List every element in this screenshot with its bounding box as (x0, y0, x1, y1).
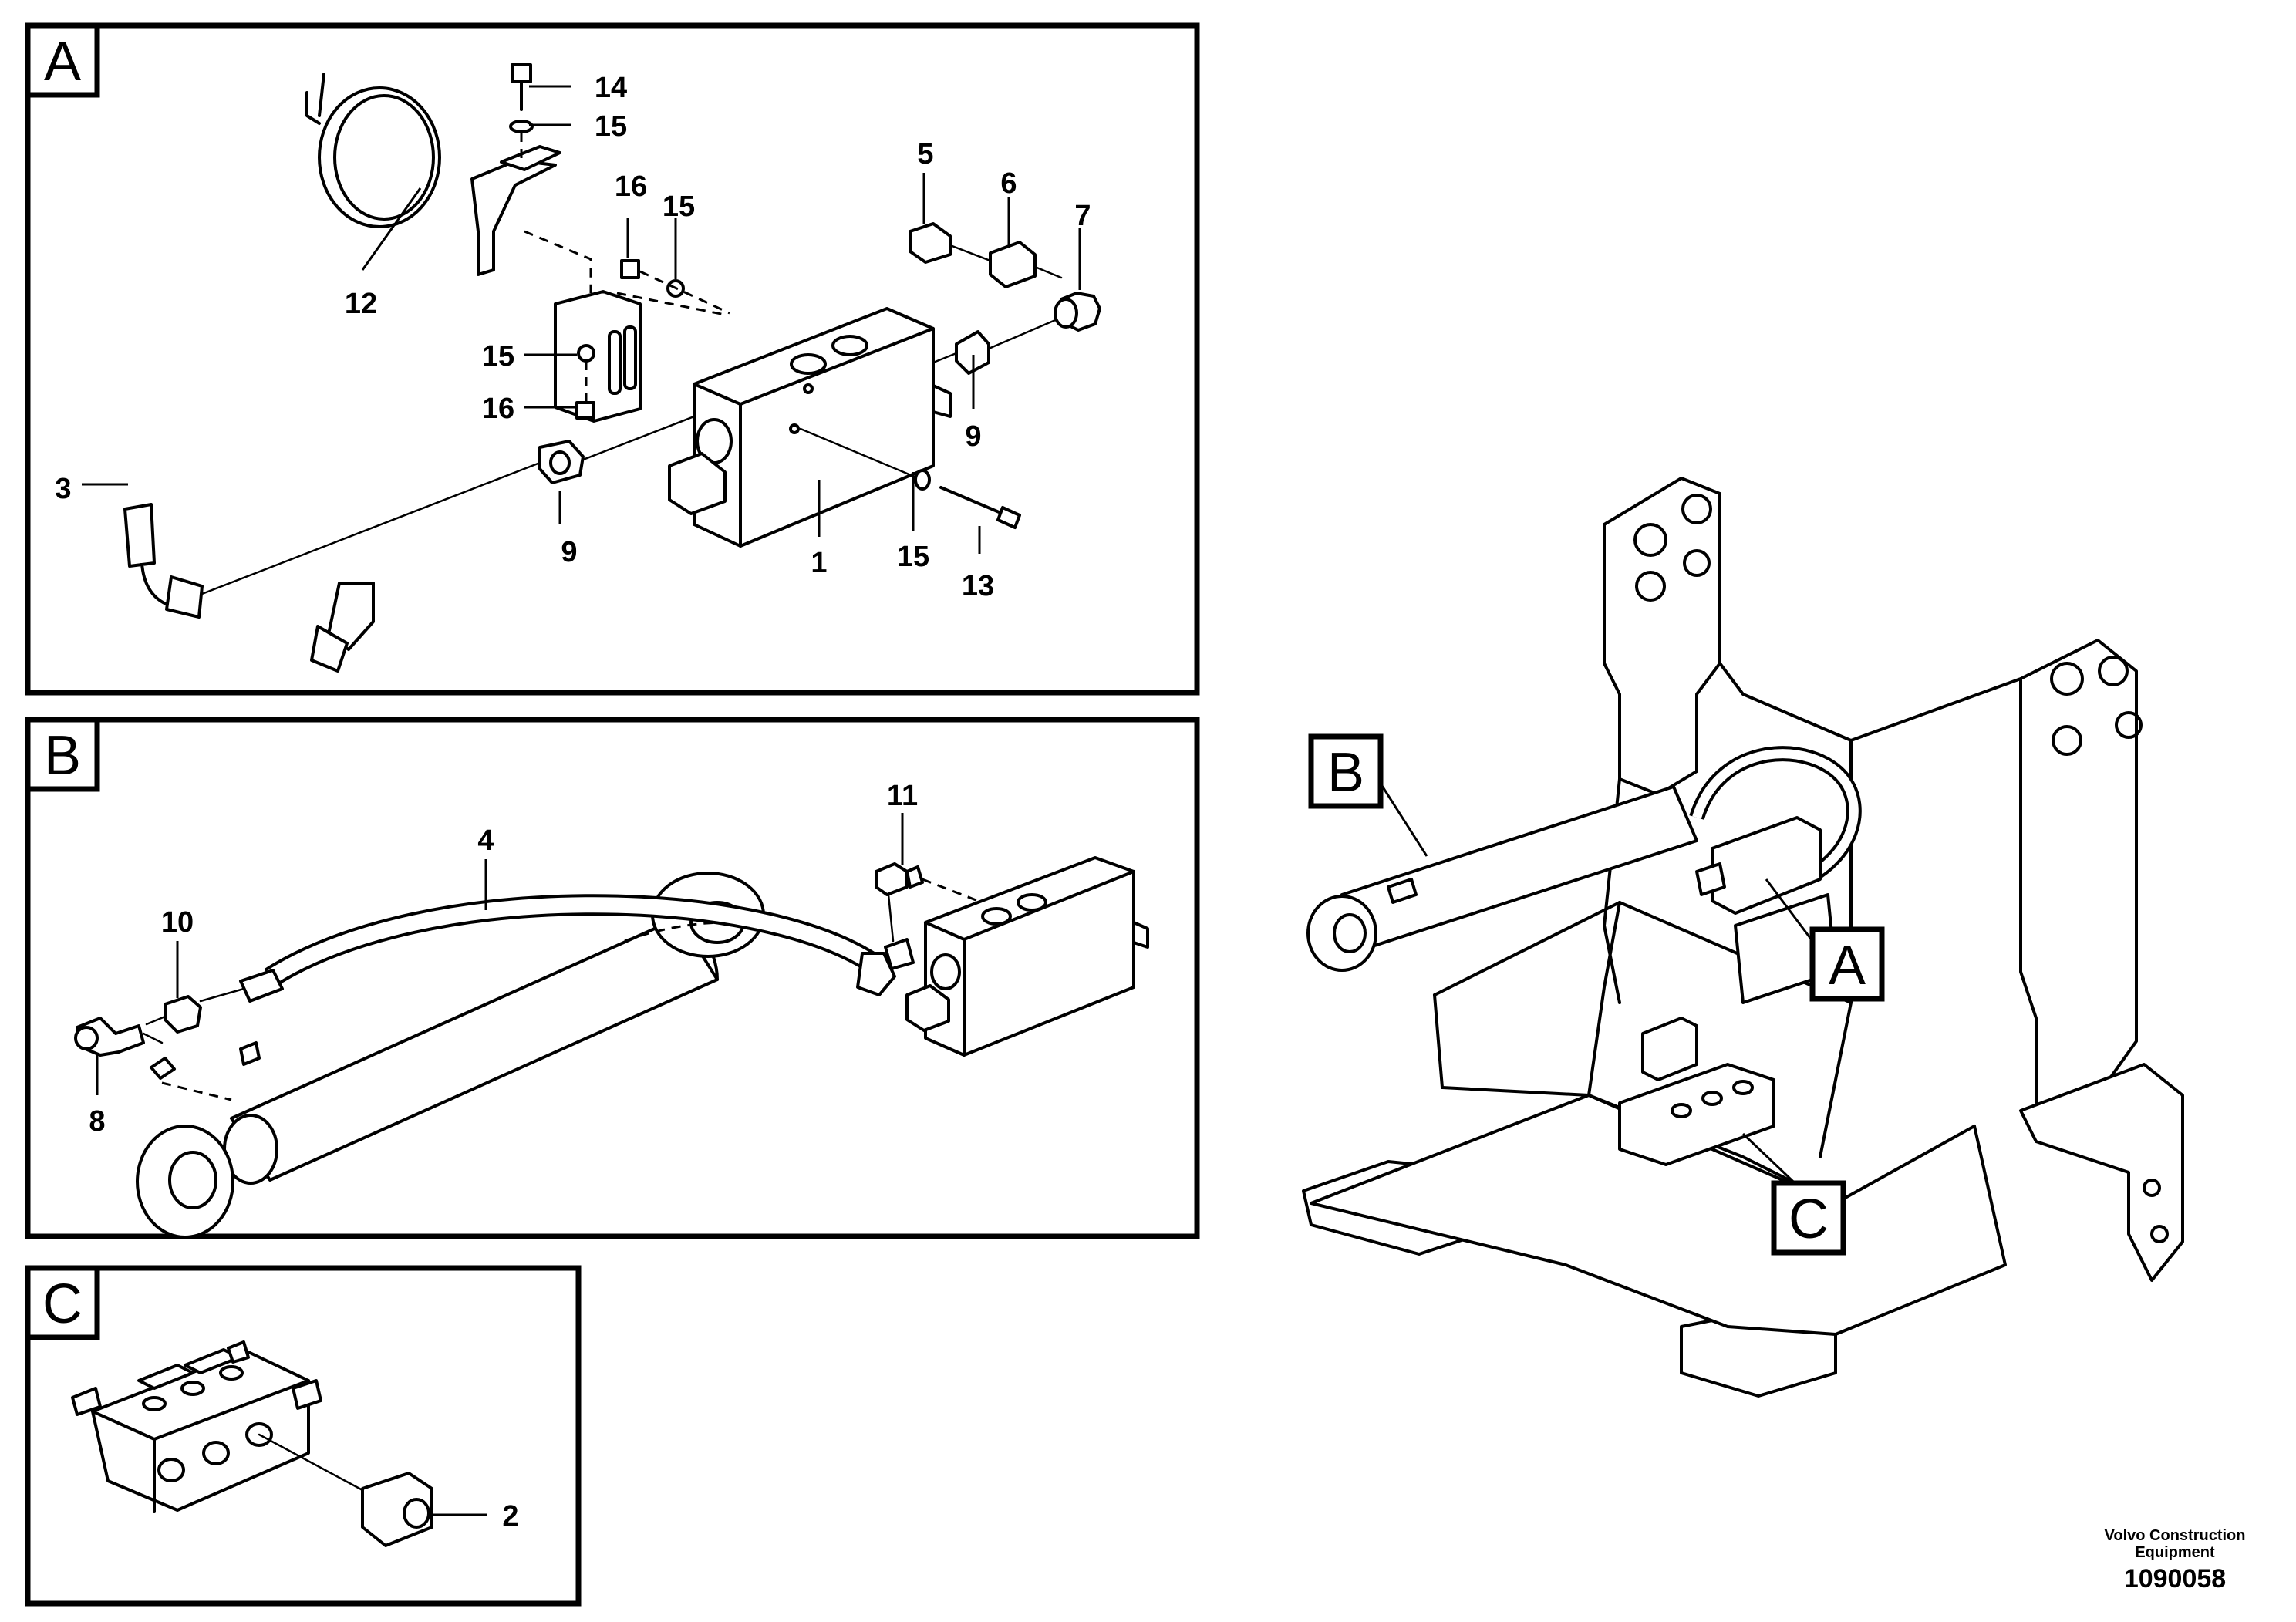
part-number: 15 (663, 191, 695, 223)
part-number: 15 (482, 340, 514, 373)
panel-c-label: C (42, 1273, 83, 1335)
part-number: 9 (561, 536, 577, 568)
footer-brand: Volvo Construction Equipment (2082, 1527, 2267, 1561)
hose-3 (123, 312, 696, 673)
part-number: 16 (615, 170, 647, 203)
panel-a-label: A (44, 31, 81, 93)
part-number: 15 (897, 541, 929, 573)
part-number: 7 (1074, 200, 1091, 232)
panel-b-label: B (44, 725, 81, 787)
part-number: 3 (55, 473, 71, 505)
part-number: 4 (477, 824, 494, 857)
bolt-14 (509, 63, 534, 164)
frame-overview (1302, 477, 2184, 1398)
callout-a-label: A (1829, 935, 1866, 996)
panel-a-tab (25, 22, 100, 98)
fittings-left (74, 987, 245, 1057)
panel-b-leaders (96, 813, 904, 1095)
callout-a-box (1809, 926, 1885, 1002)
callout-b-label: B (1327, 742, 1364, 804)
mounting-plate (554, 290, 726, 423)
overview-callouts: B A C (1308, 733, 1885, 1256)
part-number: 13 (962, 570, 994, 602)
fitting-11 (875, 862, 1070, 958)
callout-b-box (1308, 733, 1384, 809)
part-number: 9 (965, 420, 981, 453)
part-number: 14 (595, 72, 627, 104)
callout-c-label: C (1789, 1189, 1829, 1250)
panel-b-part-numbers: 4 10 11 8 (89, 780, 918, 1138)
valve-block (668, 307, 952, 548)
part-number: 1 (811, 547, 827, 579)
part-number: 5 (917, 138, 933, 170)
mounting-bracket (470, 145, 592, 293)
hose-4 (239, 894, 915, 1003)
part-number: 16 (482, 393, 514, 425)
panel-a: A (25, 22, 1200, 696)
hose-clamp (305, 73, 441, 228)
pin-13 (799, 427, 1021, 529)
part-number: 15 (595, 110, 627, 143)
panel-b-tab (25, 717, 100, 792)
panel-a-leaders (82, 85, 1081, 554)
valve-block-b (905, 856, 1149, 1057)
control-valve-assembly (71, 1340, 364, 1513)
drawing-number: 1090058 (2123, 1564, 2227, 1593)
part-number: 12 (345, 288, 377, 320)
panel-c: C 2 (25, 1265, 582, 1607)
nut-16-upper (620, 259, 730, 315)
part-number: 10 (161, 906, 194, 939)
part-number: 6 (1000, 167, 1017, 200)
part-number: 8 (89, 1105, 105, 1138)
callout-c-box (1771, 1180, 1846, 1256)
panel-a-part-numbers: 12 3 9 1 15 13 9 5 6 7 14 15 16 15 15 16 (55, 72, 1091, 602)
fittings-upper (909, 222, 1101, 375)
brand-line-1: Volvo Construction (2104, 1527, 2246, 1544)
panel-c-tab (25, 1265, 100, 1340)
part-number: 11 (887, 780, 918, 812)
brand-line-2: Equipment (2135, 1544, 2215, 1561)
solenoid-valve-2 (361, 1472, 433, 1547)
nut-16-lower (575, 344, 595, 420)
panel-b: B (25, 717, 1200, 1239)
part-number: 2 (502, 1500, 518, 1533)
